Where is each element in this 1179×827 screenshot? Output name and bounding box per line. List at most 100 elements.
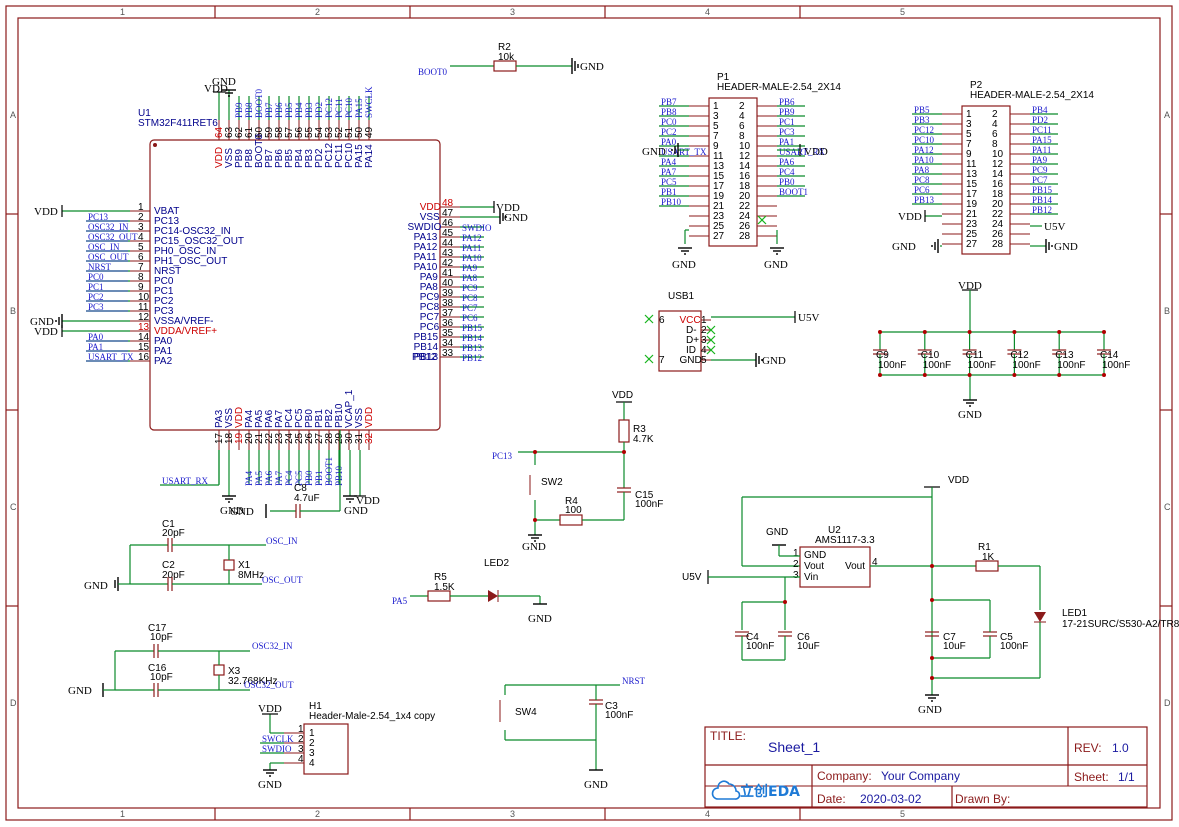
c4-value: 100nF: [746, 641, 774, 652]
mcu-pin-num: 45: [442, 228, 454, 239]
mcu-pin-name: VSSA/VREF-: [154, 316, 213, 327]
p2-gnd-label: GND: [1054, 241, 1078, 253]
header-pin-num: 16: [739, 171, 751, 182]
header-net-right: PA11: [1032, 145, 1051, 155]
header-net-left: PB13: [914, 195, 935, 205]
mcu-pin-num: 23: [274, 432, 285, 444]
mcu-net-label: PB7: [264, 102, 274, 118]
header-pin-num: 11: [966, 159, 977, 170]
mcu-pin-num: 19: [234, 432, 245, 444]
header-pin-num: 13: [966, 169, 978, 180]
mcu-pin-num: 22: [264, 432, 275, 444]
header-pin-num: 5: [966, 129, 972, 140]
decap-value: 100nF: [1102, 360, 1130, 371]
mcu-pin-name: PB13: [414, 352, 439, 363]
mcu-net-label: PC1: [88, 282, 104, 292]
c7-ref: C7: [943, 632, 956, 643]
mcu-pin-name: PB6: [274, 149, 285, 168]
h1-part: Header-Male-2.54_1x4 copy: [309, 711, 435, 722]
header-pin-num: 5: [713, 121, 719, 132]
h1-ref: H1: [309, 701, 322, 712]
header-pin-num: 1: [966, 109, 972, 120]
mcu-pin-num: 62: [234, 126, 245, 138]
mcu-pin-num: 34: [442, 338, 454, 349]
header-net-right: PD2: [1032, 115, 1048, 125]
mcu-net-label: PA6: [264, 470, 274, 486]
mcu-net-label: OSC32_OUT: [88, 232, 138, 242]
header-pin-num: 24: [992, 219, 1004, 230]
mcu-pin-name: NRST: [154, 266, 181, 277]
mcu-net-label: PA7: [274, 470, 284, 486]
mcu-pin-name: PA12: [414, 242, 438, 253]
header-pin-num: 22: [992, 209, 1004, 220]
header-net-left: PC10: [914, 135, 935, 145]
header-pin-num: 8: [739, 131, 745, 142]
header-net-right: PB12: [1032, 205, 1052, 215]
date-label: Date:: [817, 792, 846, 806]
usb-pin-name: GND: [680, 355, 702, 366]
mcu-pin-num: 50: [354, 126, 365, 138]
mcu-pin-name: PA10: [414, 262, 438, 273]
date-value: 2020-03-02: [860, 792, 922, 806]
mcu-pin-name: PA5: [254, 409, 265, 428]
led2-circuit: PA5 R5 1.5K LED2 GND: [392, 558, 552, 625]
header-part: HEADER-MALE-2.54_2X14: [970, 90, 1094, 101]
mcu-net-label: PC10: [344, 97, 354, 118]
mcu-pin-name: PA3: [214, 409, 225, 428]
mcu-pin-num: 2: [138, 212, 144, 223]
header-pin-num: 12: [739, 151, 751, 162]
mcu-gnd-label: GND: [212, 76, 236, 88]
header-net-right: PB14: [1032, 195, 1053, 205]
header-net-left: PC6: [914, 185, 930, 195]
header-net-left: PB3: [914, 115, 930, 125]
r2-boot-resistor[interactable]: BOOT0 R2 10k GND: [418, 42, 604, 77]
zone-col-bottom: 1: [120, 809, 125, 819]
mcu-pin-name: VDD: [234, 407, 245, 428]
h1-pin-num: 3: [298, 744, 304, 755]
mcu-net-label: SWCLK: [364, 86, 374, 118]
mcu-net-label: PB6: [274, 102, 284, 118]
mcu-net-label: PC4: [284, 470, 294, 486]
header-pin-num: 24: [739, 211, 751, 222]
header-ref: P1: [717, 72, 730, 83]
mcu-net-label: BOOT0: [254, 89, 264, 118]
u2-ldo-body[interactable]: [799, 546, 871, 588]
net-label-osc32-in: OSC32_IN: [252, 641, 293, 651]
p1-gnd-label: GND: [642, 146, 666, 158]
mcu-pin-name: VSS: [224, 148, 235, 168]
header-pin-num: 25: [966, 229, 978, 240]
r5-value: 1.5K: [434, 582, 455, 593]
header-part: HEADER-MALE-2.54_2X14: [717, 82, 841, 93]
sw2-gnd-label: GND: [522, 541, 546, 553]
c4-ref: C4: [746, 632, 759, 643]
mcu-pin-name: PA2: [154, 356, 173, 367]
zone-col-top: 3: [510, 7, 515, 17]
mcu-u1[interactable]: U1 STM32F411RET6: [138, 108, 441, 431]
zone-row-left: B: [10, 306, 16, 316]
mcu-pin-num: 51: [344, 126, 355, 138]
c2-ref: C2: [162, 560, 175, 571]
net-label-osc32-out: OSC32_OUT: [244, 680, 294, 690]
h1-gnd-label: GND: [258, 779, 282, 791]
header-pin-num: 10: [992, 149, 1004, 160]
mcu-vdd-label: VDD: [34, 326, 58, 338]
mcu-pin-name: PB1: [314, 409, 325, 428]
header-net-right: PA1: [779, 137, 794, 147]
r2-gnd-label: GND: [580, 61, 604, 73]
header-pin-num: 14: [992, 169, 1004, 180]
mcu-pin-name: PB7: [264, 149, 275, 168]
c8-gnd-label: GND: [230, 506, 254, 518]
mcu-pin-num: 18: [224, 432, 235, 444]
header-net-left: PB8: [661, 107, 677, 117]
header-net-left: PC8: [914, 175, 930, 185]
mcu-pin-name: PC6: [420, 322, 440, 333]
mcu-pin-num: 16: [138, 352, 150, 363]
mcu-top-pins: 64VDDVDD63VSSGND62PB9PB961PB8PB860BOOT0B…: [204, 76, 375, 168]
mcu-pin-num: 33: [442, 348, 454, 359]
net-label-osc-out: OSC_OUT: [262, 575, 303, 585]
